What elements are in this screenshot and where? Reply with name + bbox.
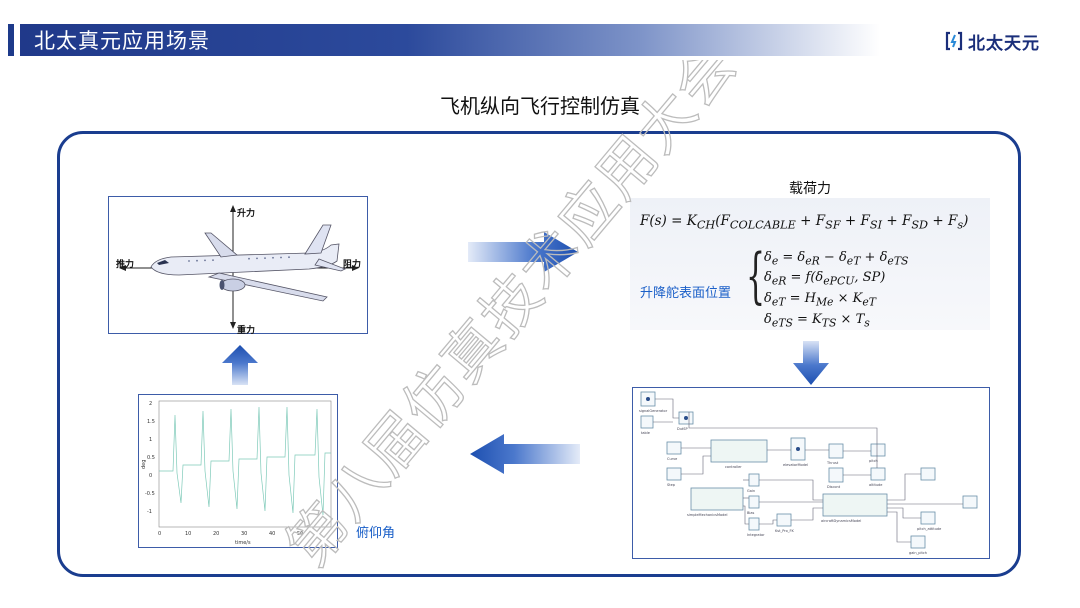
svg-text:-1: -1 — [147, 509, 152, 515]
svg-text:gain_pitch: gain_pitch — [909, 551, 927, 555]
svg-text:pitch: pitch — [869, 459, 878, 463]
integrator-block — [748, 517, 760, 531]
arrow-down-icon — [793, 341, 829, 385]
arrow-right-icon — [468, 232, 578, 272]
svg-text:0: 0 — [149, 473, 152, 479]
svg-text:2: 2 — [149, 401, 152, 407]
svg-text:0.5: 0.5 — [147, 455, 155, 461]
aircraft-dynamics-block — [822, 493, 888, 517]
equation-4: δeTS = KTS × Ts — [764, 312, 870, 330]
step-block — [666, 467, 682, 481]
airplane-illustration — [119, 205, 359, 329]
svg-text:0: 0 — [158, 531, 161, 537]
svg-text:signalGenerator: signalGenerator — [639, 409, 668, 413]
brace-glyph: { — [746, 241, 766, 311]
bias-block — [748, 495, 760, 509]
discont-block — [828, 467, 844, 483]
svg-text:Bias: Bias — [747, 511, 755, 515]
svg-text:30: 30 — [241, 531, 247, 537]
gain-block — [748, 473, 760, 487]
svg-text:Curve: Curve — [667, 457, 677, 461]
controller-block — [710, 439, 768, 463]
table-block — [640, 415, 654, 429]
load-formula: F(s) = KCH(FCOLCABLE + FSF + FSI + FSD +… — [640, 213, 969, 232]
svg-text:aircraftDynamicsModel: aircraftDynamicsModel — [821, 519, 861, 523]
pitch-angle-plot: 2 1.5 1 0.5 0 -0.5 -1 0 10 20 30 40 50 t… — [138, 394, 338, 548]
svg-text:elevatorModel: elevatorModel — [783, 463, 808, 467]
formula-panel — [630, 198, 990, 330]
lift-label: 升力 — [237, 209, 256, 219]
elevator-surface-label: 升降舵表面位置 — [640, 286, 732, 301]
svg-text:Step: Step — [667, 483, 676, 487]
simulink-model-diagram: signalGenerator DutSP table Curve Step c… — [632, 387, 990, 559]
simple-mechanics-block — [690, 487, 744, 511]
svg-text:Integrator: Integrator — [747, 533, 765, 537]
svg-text:pitch_attitude: pitch_attitude — [917, 527, 941, 531]
svg-text:1.5: 1.5 — [147, 419, 155, 425]
svg-text:-0.5: -0.5 — [145, 491, 155, 497]
kst-block — [776, 513, 792, 527]
logo-mark-icon — [945, 31, 963, 51]
logo-text: 北太天元 — [968, 33, 1040, 54]
scope-2-block — [920, 511, 936, 525]
svg-text:Kst_Pro_FK: Kst_Pro_FK — [775, 529, 795, 533]
header-bar — [20, 24, 880, 56]
scope-1-block — [920, 467, 936, 481]
svg-text:altitude: altitude — [869, 483, 882, 487]
curve-block — [666, 441, 682, 455]
arrow-up-icon — [222, 345, 258, 385]
plot-canvas: 2 1.5 1 0.5 0 -0.5 -1 0 10 20 30 40 50 t… — [141, 400, 332, 546]
equation-2: δeR = f(δePCU, SP) — [764, 270, 886, 288]
arrow-left-icon — [470, 434, 580, 474]
output-block — [962, 495, 978, 509]
svg-text:40: 40 — [269, 531, 275, 537]
header-accent-bar — [8, 24, 14, 56]
pitch-scope-block — [870, 443, 886, 457]
svg-text:50: 50 — [297, 531, 303, 537]
simulink-canvas: signalGenerator DutSP table Curve Step c… — [639, 391, 978, 555]
drag-label: 阻力 — [343, 260, 362, 270]
svg-text:simpleMechanicsModel: simpleMechanicsModel — [687, 513, 727, 517]
svg-text:table: table — [641, 431, 650, 435]
svg-text:1: 1 — [149, 437, 152, 443]
thrust-label: 推力 — [116, 260, 135, 270]
svg-text:DutSP: DutSP — [677, 427, 688, 431]
gravity-label: 重力 — [237, 326, 256, 336]
airplane-force-diagram: 升力 推力 阻力 重力 — [108, 196, 368, 336]
svg-text:Thrust: Thrust — [826, 461, 839, 465]
plot-xlabel: time/s — [235, 540, 251, 546]
svg-text:10: 10 — [185, 531, 191, 537]
svg-text:20: 20 — [213, 531, 219, 537]
equation-1: δe = δeR − δeT + δeTS — [764, 250, 909, 268]
svg-text:controller: controller — [725, 465, 742, 469]
svg-text:Gain: Gain — [747, 489, 755, 493]
gain-pitch-block — [910, 535, 926, 549]
plot-ylabel: deg — [141, 460, 147, 469]
brand-logo: 北太天元 — [944, 29, 1040, 54]
svg-text:Discont: Discont — [827, 485, 841, 489]
equation-3: δeT = HMe × KeT — [764, 291, 876, 309]
slide-title: 飞机纵向飞行控制仿真 — [440, 94, 640, 118]
pitch-angle-label: 俯仰角 — [356, 526, 396, 541]
page-header-title: 北太真元应用场景 — [34, 29, 210, 53]
altitude-scope-block — [870, 467, 886, 481]
thrust-block — [828, 443, 844, 459]
load-force-title: 载荷力 — [789, 181, 831, 197]
